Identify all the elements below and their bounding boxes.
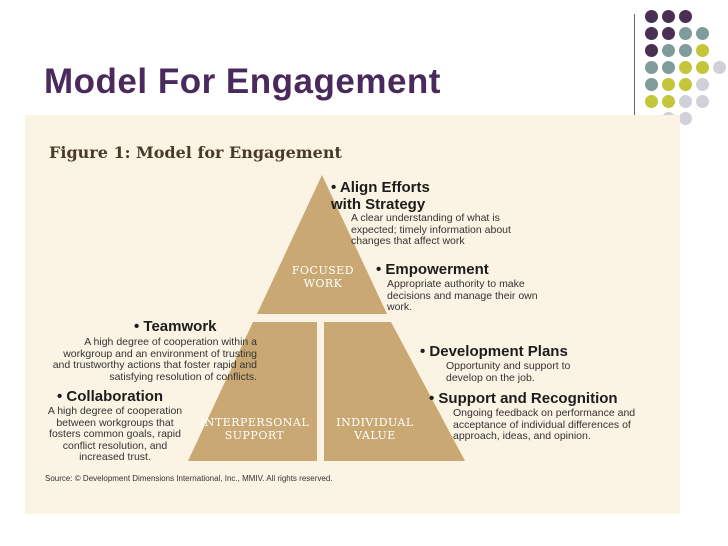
dot [645, 10, 658, 23]
dot [662, 27, 675, 40]
teamwork-heading: • Teamwork [134, 318, 217, 335]
pyramid-bottom-right-section [324, 322, 465, 461]
dot [662, 10, 675, 23]
dot [696, 27, 709, 40]
dot [679, 44, 692, 57]
dot [662, 44, 675, 57]
dot [696, 44, 709, 57]
slide-title: Model For Engagement [44, 62, 441, 101]
empowerment-heading: • Empowerment [376, 261, 489, 278]
dot [662, 61, 675, 74]
pyramid-bottom-left-section [188, 322, 317, 461]
dot [679, 95, 692, 108]
dot [662, 78, 675, 91]
dot [679, 27, 692, 40]
divider-line [634, 14, 635, 116]
dot [713, 61, 726, 74]
align-efforts-desc: A clear understanding of what is expecte… [351, 212, 511, 247]
support-recognition-desc: Ongoing feedback on performance and acce… [453, 407, 636, 442]
dot [645, 78, 658, 91]
dot [679, 10, 692, 23]
dot [662, 95, 675, 108]
empowerment-desc: Appropriate authority to make decisions … [387, 278, 538, 313]
pyramid-diagram [188, 175, 465, 461]
pyramid-bottom-left-label: INTERPERSONAL SUPPORT [199, 416, 310, 442]
collaboration-heading: • Collaboration [57, 388, 164, 405]
dot [679, 112, 692, 125]
dot [679, 78, 692, 91]
figure-title: Figure 1: Model for Engagement [49, 143, 342, 162]
development-plans-heading: • Development Plans [420, 343, 568, 360]
pyramid-top-section [257, 175, 387, 314]
pyramid-bottom-right-label: INDIVIDUAL VALUE [336, 416, 414, 442]
collaboration-desc: A high degree of cooperation between wor… [47, 405, 183, 463]
support-recognition-heading: • Support and Recognition [429, 390, 618, 407]
dot [645, 61, 658, 74]
teamwork-desc: A high degree of cooperation within a wo… [52, 336, 257, 383]
align-efforts-heading: • Align Efforts with Strategy [331, 179, 430, 213]
dot [645, 27, 658, 40]
dot [696, 78, 709, 91]
engagement-figure: Figure 1: Model for Engagement FOCUSED W… [25, 115, 680, 514]
dot [696, 95, 709, 108]
source-note: Source: © Development Dimensions Interna… [45, 474, 333, 483]
pyramid-top-label: FOCUSED WORK [291, 264, 355, 290]
dot [645, 95, 658, 108]
development-plans-desc: Opportunity and support to develop on th… [446, 360, 571, 384]
dot [679, 61, 692, 74]
dot [645, 44, 658, 57]
dot [696, 61, 709, 74]
